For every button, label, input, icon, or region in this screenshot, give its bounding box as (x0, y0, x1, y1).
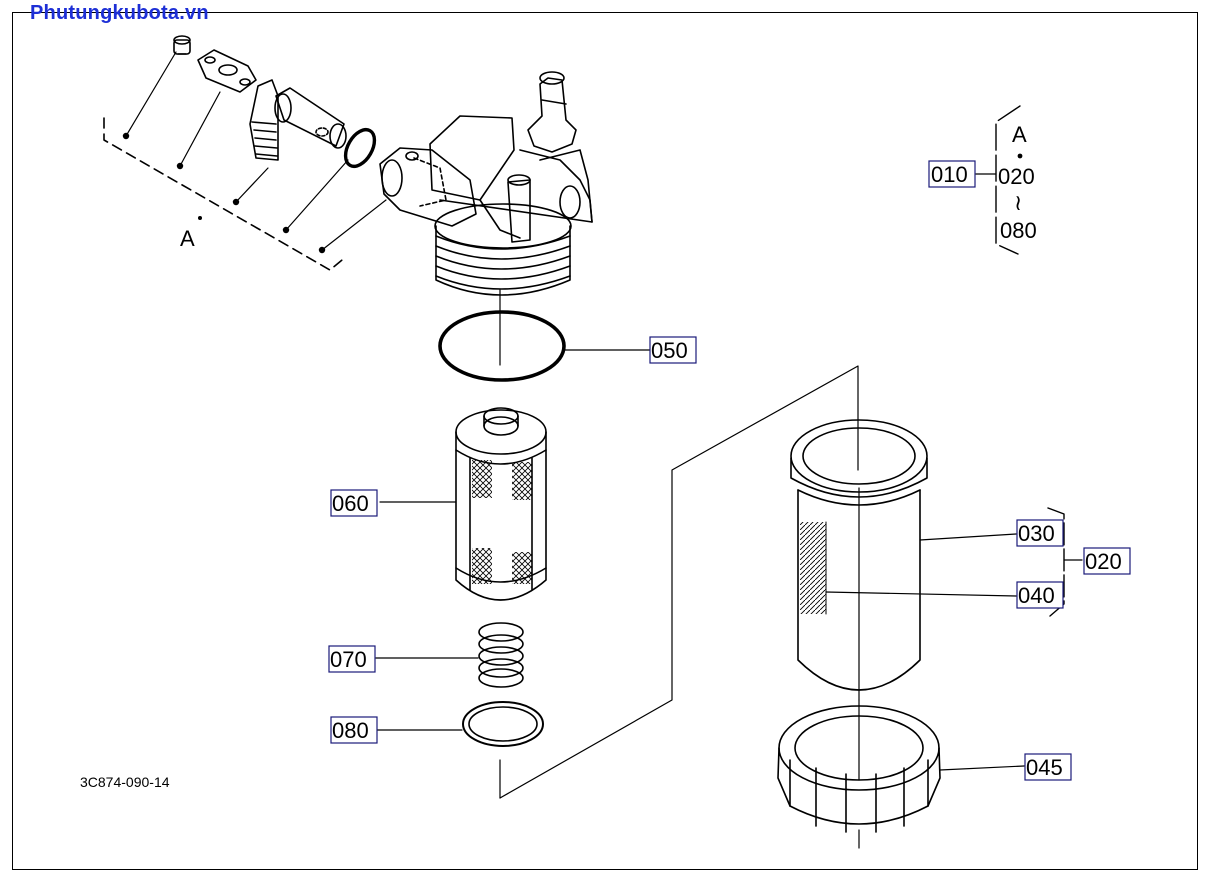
legend-tilde: ≀ (1014, 190, 1022, 215)
filter-head (379, 71, 593, 296)
svg-text:050: 050 (651, 338, 688, 363)
cock-valve (274, 87, 347, 149)
o-ring-080 (462, 701, 544, 747)
svg-text:040: 040 (1018, 583, 1055, 608)
legend-end: 080 (1000, 218, 1037, 243)
filter-element-060 (455, 407, 547, 601)
gasket-plate (197, 49, 257, 93)
screw-part (173, 35, 191, 55)
small-o-ring (343, 127, 377, 169)
o-ring-050 (438, 310, 566, 382)
group-a-dots (122, 132, 326, 254)
legend-start: 020 (998, 164, 1035, 189)
assembly-axis-lines (499, 365, 859, 799)
ring-nut-045 (777, 699, 941, 849)
callout-010[interactable]: 010 (928, 160, 976, 188)
svg-text:020: 020 (1085, 549, 1122, 574)
svg-text:080: 080 (332, 718, 369, 743)
callout-060[interactable]: 060 (330, 489, 378, 517)
lever-part (249, 79, 279, 161)
legend-group: A (1012, 122, 1027, 147)
callout-leaders (375, 173, 1083, 771)
drawing-frame (12, 12, 1198, 870)
group-a-leaders (125, 51, 387, 251)
callout-040[interactable]: 040 (1016, 581, 1064, 609)
callout-050[interactable]: 050 (649, 336, 697, 364)
callout-045[interactable]: 045 (1024, 753, 1072, 781)
svg-text:060: 060 (332, 491, 369, 516)
filter-bowl-030 (790, 419, 928, 701)
callout-070[interactable]: 070 (328, 645, 376, 673)
drawing-code: 3C874-090-14 (80, 774, 170, 790)
watermark-text: Phutungkubota.vn (30, 2, 209, 24)
callout-020[interactable]: 020 (1083, 547, 1131, 575)
bracket-020 (1047, 507, 1065, 617)
group-a-bracket (103, 117, 343, 271)
svg-text:010: 010 (931, 162, 968, 187)
legend-bracket (995, 105, 1021, 255)
callout-080[interactable]: 080 (330, 716, 378, 744)
svg-text:045: 045 (1026, 755, 1063, 780)
spring-070 (478, 622, 524, 688)
group-a-label: A (180, 226, 195, 251)
sight-label-040 (800, 522, 826, 614)
svg-text:070: 070 (330, 647, 367, 672)
svg-text:030: 030 (1018, 521, 1055, 546)
callout-030[interactable]: 030 (1016, 519, 1064, 547)
legend-dot (1017, 153, 1023, 159)
